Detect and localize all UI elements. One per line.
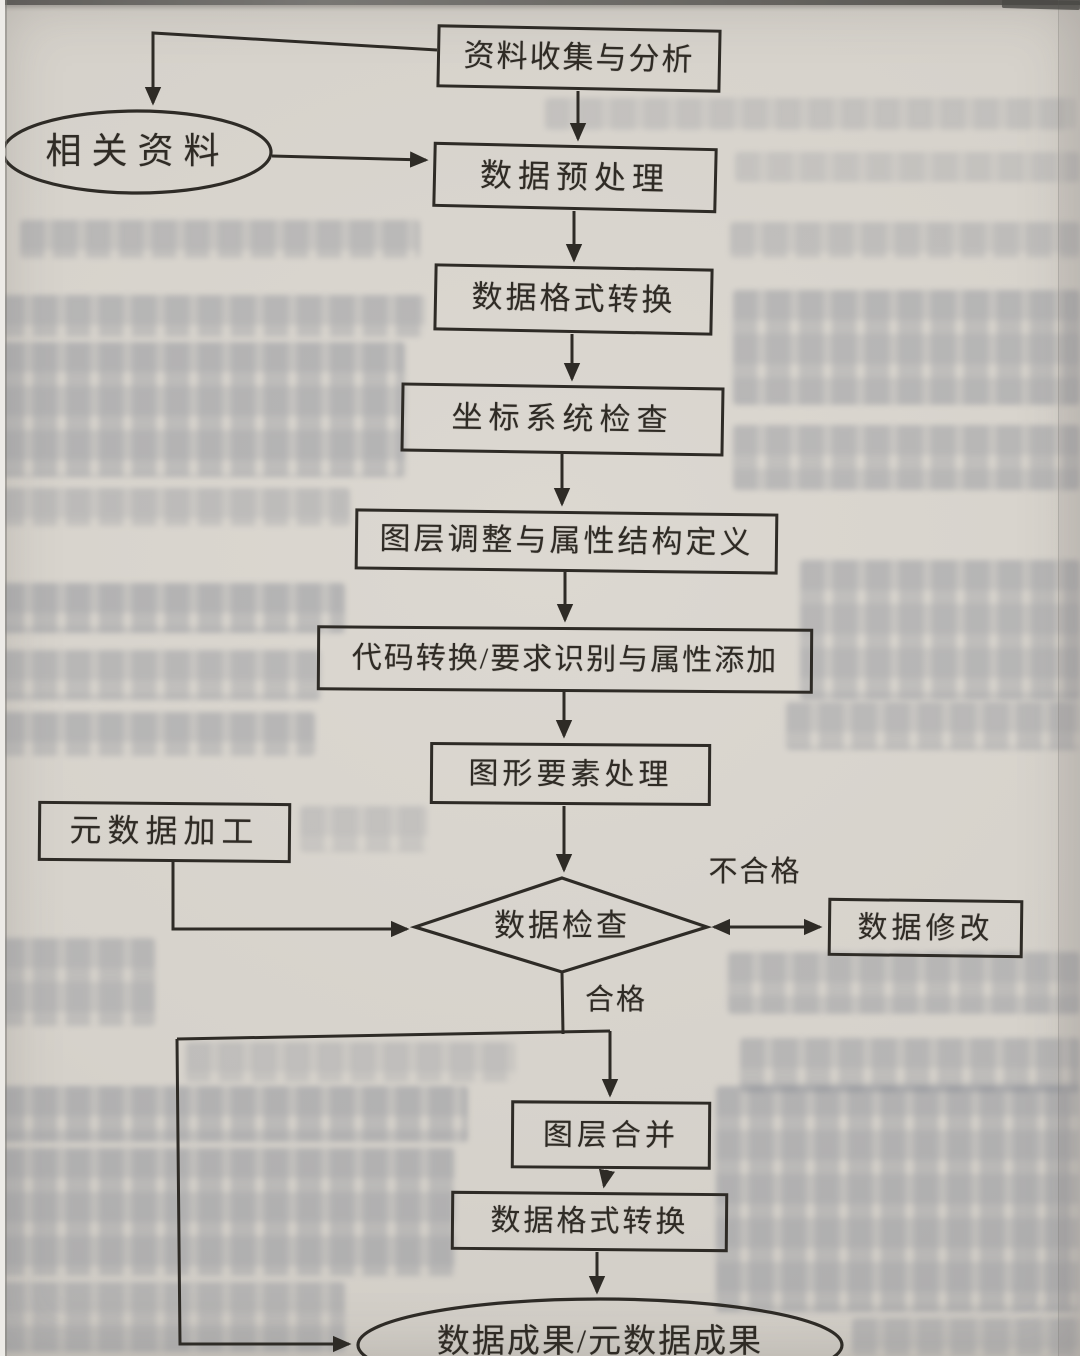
ghost-text-row <box>0 938 155 1026</box>
edge-label-fail: 不合格 <box>700 851 810 888</box>
ghost-text-row <box>0 1148 455 1276</box>
scan-edge-left <box>0 0 5 1356</box>
ghost-text-row <box>733 425 1080 490</box>
ghost-text-row <box>728 952 1080 1014</box>
edge-related-to-preprocess <box>271 151 429 168</box>
node-coord-check-label: 坐标系统检查 <box>451 399 674 439</box>
ghost-text-row <box>800 560 1080 700</box>
ghost-text-row <box>20 220 420 258</box>
node-format-convert-2-label: 数据格式转换 <box>490 1204 689 1239</box>
node-layer-merge: 图层合并 <box>510 1100 712 1170</box>
edge-metadata-to-check <box>171 862 410 938</box>
ghost-text-row <box>0 583 345 633</box>
node-coord-check: 坐标系统检查 <box>400 382 725 457</box>
ghost-text-row <box>786 702 1080 750</box>
ghost-text-row <box>0 712 315 756</box>
node-format-convert-2: 数据格式转换 <box>450 1190 729 1253</box>
ghost-text-row <box>0 650 320 700</box>
result-terminator-shape <box>356 1297 844 1356</box>
ghost-text-row <box>0 1086 468 1142</box>
ghost-text-row <box>300 806 428 852</box>
node-preprocess-label: 数据预处理 <box>479 156 671 198</box>
ghost-text-row <box>730 222 1080 258</box>
ghost-text-row <box>852 1318 1080 1356</box>
ghost-text-row <box>186 1042 516 1082</box>
node-layer-adjust-label: 图层调整与属性结构定义 <box>379 521 754 561</box>
ghost-text-row <box>0 488 350 526</box>
edge-label-fail-text: 不合格 <box>708 856 802 888</box>
node-result-label: 数据成果/元数据成果 <box>436 1323 764 1356</box>
scan-edge-right <box>1058 0 1080 1356</box>
node-related-data-label: 相关资料 <box>45 131 230 172</box>
edge-check-pass-stem <box>560 972 565 1035</box>
node-code-convert-label: 代码转换/要求识别与属性添加 <box>351 641 779 678</box>
node-data-check: 数据检查 <box>467 903 657 949</box>
node-layer-adjust: 图层调整与属性结构定义 <box>354 508 779 575</box>
ghost-text-row <box>0 342 405 477</box>
data-check-decision-diamond <box>409 876 713 974</box>
edge-collect-to-related <box>144 31 438 106</box>
node-preprocess: 数据预处理 <box>432 141 718 214</box>
ghost-text-row <box>735 152 1080 182</box>
ghost-text-row <box>0 1282 345 1352</box>
node-result: 数据成果/元数据成果 <box>380 1316 820 1356</box>
node-data-modify: 数据修改 <box>827 897 1024 959</box>
node-layer-merge-label: 图层合并 <box>542 1118 680 1152</box>
node-graphic-process-label: 图形要素处理 <box>468 756 673 792</box>
scan-edge-top <box>0 0 1080 5</box>
node-collect-label: 资料收集与分析 <box>463 38 695 78</box>
edge-label-pass-text: 合格 <box>584 984 647 1016</box>
node-graphic-process: 图形要素处理 <box>429 742 712 806</box>
node-metadata-process-label: 元数据加工 <box>69 812 260 851</box>
ghost-text-row <box>545 98 1075 130</box>
node-code-convert: 代码转换/要求识别与属性添加 <box>316 625 814 694</box>
ghost-text-row <box>716 1086 1080 1312</box>
edge-pass-to-result-left-loop <box>175 1038 352 1353</box>
node-data-check-label: 数据检查 <box>494 907 630 943</box>
node-collect: 资料收集与分析 <box>436 24 722 93</box>
node-metadata-process: 元数据加工 <box>37 800 292 864</box>
ghost-text-row <box>740 1038 1080 1092</box>
node-format-convert-1: 数据格式转换 <box>433 263 714 336</box>
node-data-modify-label: 数据修改 <box>857 910 994 946</box>
node-format-convert-1-label: 数据格式转换 <box>471 279 676 319</box>
node-related-data: 相关资料 <box>20 126 255 178</box>
ghost-text-row <box>0 295 425 337</box>
ghost-text-row <box>733 290 1080 405</box>
edge-pass-branch-horizontal <box>176 1029 611 1041</box>
scan-edge-left-line <box>5 0 7 1356</box>
edge-merge-to-format2 <box>598 1168 615 1189</box>
edge-label-pass: 合格 <box>576 979 656 1016</box>
